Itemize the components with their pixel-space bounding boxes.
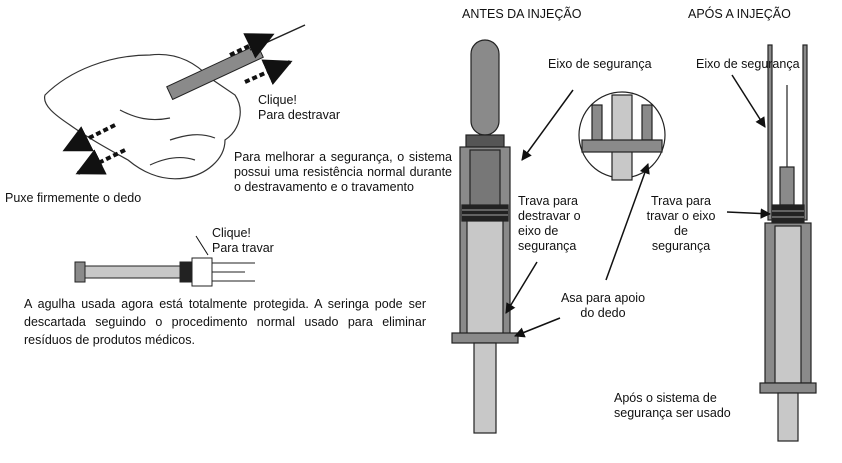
safety-shaft-label-before: Eixo de segurança <box>548 57 652 71</box>
header-after: APÓS A INJEÇÃO <box>688 7 791 21</box>
pull-firmly-label: Puxe firmemente o dedo <box>5 191 142 205</box>
syringe-after <box>759 44 817 442</box>
finger-flange-label: Asa para apoio do dedo <box>560 291 646 320</box>
header-before: ANTES DA INJEÇÃO <box>462 7 582 21</box>
zoom-detail <box>578 91 666 181</box>
safety-resistance-note: Para melhorar a segurança, o sistema pos… <box>234 150 452 194</box>
after-used-label: Após o sistema de segurança ser usado <box>614 391 731 420</box>
lock-latch-label: Trava para travar o eixo de segurança <box>646 194 716 253</box>
click-lock-pointer <box>195 235 209 256</box>
pointer-arrows <box>505 74 772 338</box>
click-unlock-label: Clique! Para destravar <box>258 93 340 122</box>
hand-syringe <box>166 24 306 101</box>
small-locked-syringe <box>74 257 255 287</box>
needle-protected-note: A agulha usada agora está totalmente pro… <box>24 297 426 347</box>
safety-shaft-label-after: Eixo de segurança <box>696 57 800 71</box>
motion-arrows <box>62 33 293 175</box>
click-lock-label: Clique! Para travar <box>212 226 274 255</box>
syringe-before <box>451 39 519 434</box>
unlock-latch-label: Trava para destravar o eixo de segurança <box>518 194 581 253</box>
